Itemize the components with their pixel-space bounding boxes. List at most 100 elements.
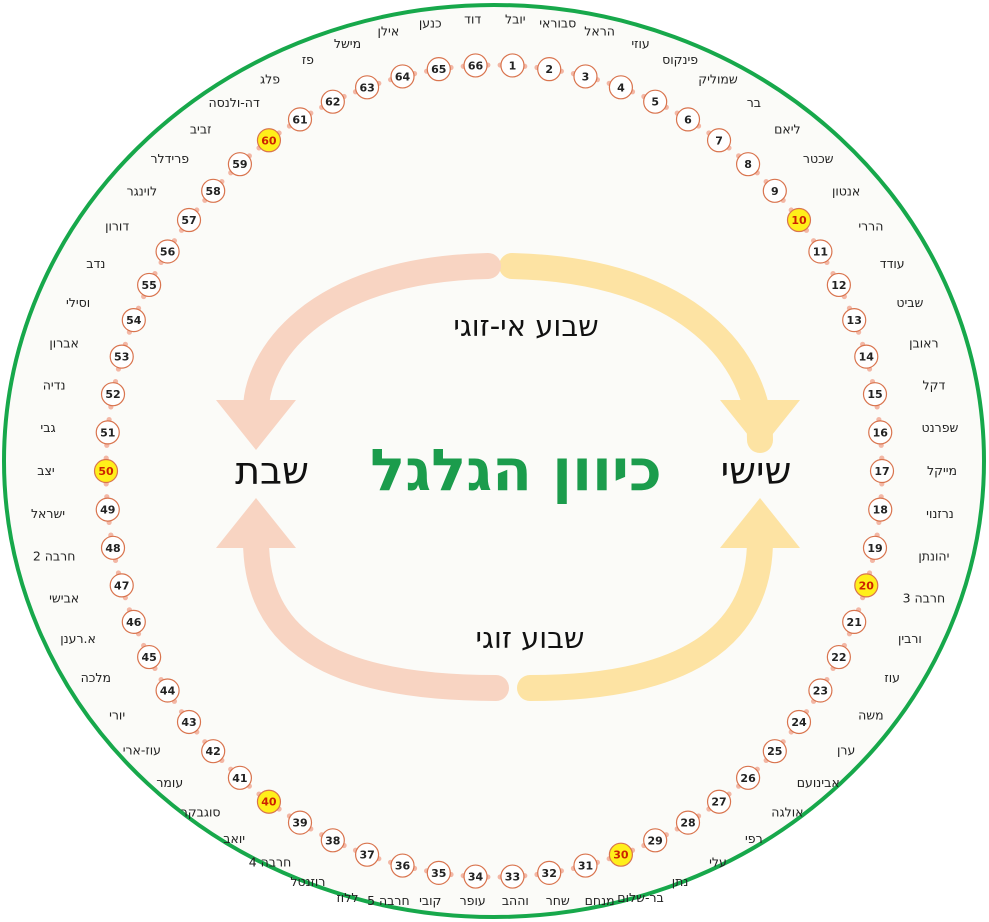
- position-node-circle: [537, 860, 562, 885]
- position-node-circle: [354, 842, 380, 867]
- arrow-right-arc-bottom: [517, 527, 773, 701]
- position-label: נדב: [86, 256, 105, 271]
- position-label: סבוראי: [539, 16, 576, 31]
- position-label: דורון: [105, 219, 129, 234]
- position-number: 32: [542, 867, 557, 880]
- rotation-arrows: [216, 253, 800, 701]
- position-node-circle: [176, 709, 202, 735]
- day-left-label: שבת: [235, 449, 309, 493]
- position-node-circle: [762, 739, 787, 764]
- position-node-32: 32 שחר: [537, 860, 570, 908]
- position-label: חרבה 4: [249, 854, 292, 869]
- position-number: 26: [740, 772, 756, 785]
- position-node-circle: [95, 420, 120, 445]
- position-node-circle: [287, 107, 313, 132]
- position-number: 15: [867, 388, 882, 401]
- position-label: בר: [747, 95, 761, 110]
- week-bottom-label: שבוע זוגי: [476, 621, 585, 655]
- position-node-circle: [675, 810, 701, 835]
- position-node-circle: [608, 75, 634, 100]
- position-node-8: 8 ליאם: [735, 121, 801, 177]
- position-node-circle: [706, 128, 732, 153]
- position-label: שחר: [546, 893, 570, 908]
- position-node-circle: [463, 864, 488, 889]
- position-node-circle: [287, 810, 313, 835]
- position-node-circle: [354, 75, 380, 100]
- position-label: א.רענן: [60, 631, 96, 646]
- position-number: 58: [206, 185, 221, 198]
- position-node-circle: [854, 344, 879, 369]
- position-node-47: 47 אבישי: [49, 573, 134, 605]
- position-number: 49: [100, 504, 115, 517]
- position-number: 63: [359, 81, 374, 94]
- position-number: 11: [813, 245, 828, 258]
- position-label: ליאם: [774, 121, 801, 136]
- position-label: אבישי: [49, 590, 79, 605]
- position-number: 5: [651, 96, 659, 109]
- position-number: 8: [744, 158, 752, 171]
- position-node-circle: [176, 207, 202, 233]
- position-number: 57: [181, 214, 196, 227]
- position-node-circle: [826, 272, 851, 298]
- position-number: 61: [292, 113, 307, 126]
- position-label: סוגבקר: [181, 805, 221, 820]
- position-label: מייקל: [927, 463, 957, 478]
- position-label: אבינועם: [797, 775, 840, 790]
- position-number: 29: [648, 834, 663, 847]
- position-node-circle: [390, 853, 415, 878]
- position-label: לוינגר: [127, 184, 158, 199]
- position-label: כנען: [419, 16, 442, 31]
- position-node-circle: [868, 497, 893, 522]
- position-node-circle: [100, 382, 126, 407]
- position-number: 10: [791, 214, 807, 227]
- position-node-circle: [227, 152, 253, 177]
- position-node-circle: [500, 864, 525, 889]
- position-node-circle: [862, 382, 888, 407]
- position-label: חרבה 5: [367, 893, 410, 908]
- arrow-left-arc-top: [243, 253, 501, 423]
- position-label: אנטון: [832, 184, 860, 199]
- position-label: בר-שלום: [617, 890, 663, 905]
- position-label: אברון: [49, 336, 78, 351]
- position-number: 54: [126, 314, 142, 327]
- position-label: רוזנטל: [290, 874, 325, 889]
- position-number: 65: [431, 63, 446, 76]
- position-number: 47: [114, 579, 129, 592]
- position-label: יצב: [37, 463, 54, 478]
- position-label: משה: [858, 707, 884, 722]
- position-label: פרידלר: [150, 151, 189, 166]
- position-label: אילן: [378, 24, 400, 39]
- position-label: עודד: [880, 256, 905, 271]
- position-node-circle: [201, 178, 226, 203]
- position-node-circle: [537, 57, 562, 82]
- position-number: 45: [141, 651, 156, 664]
- position-label: הראל: [584, 24, 615, 39]
- position-node-57: 57 לוינגר: [127, 184, 202, 233]
